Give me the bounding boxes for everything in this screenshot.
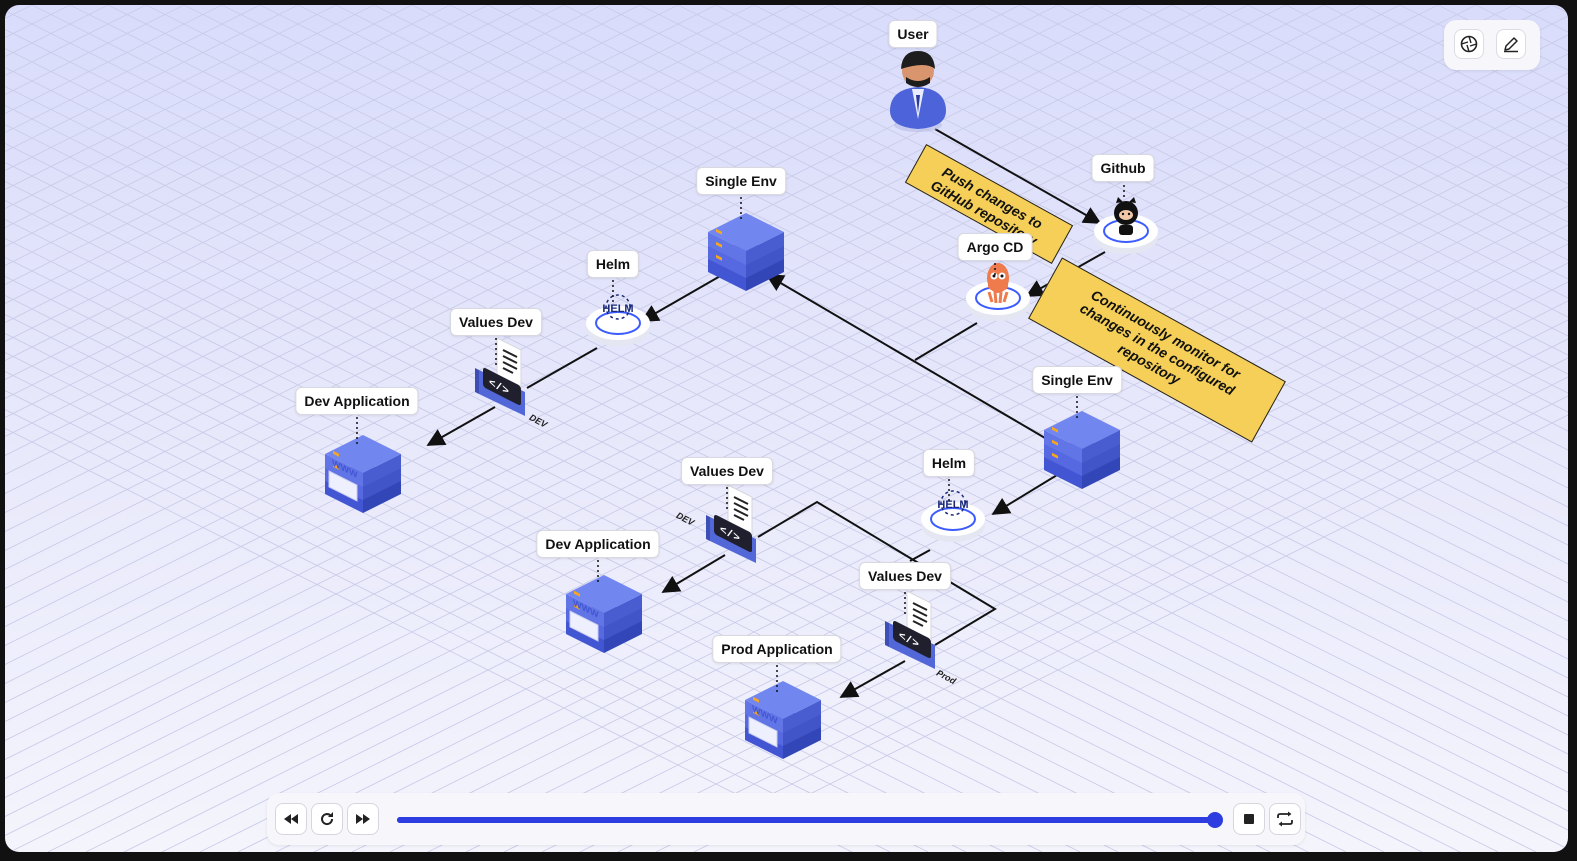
connectors (426, 128, 1106, 698)
github-icon (1093, 197, 1159, 255)
node-label-values-dev[interactable]: Values Dev (681, 457, 773, 485)
playback-bar (267, 793, 1305, 845)
fast-forward-icon (356, 814, 370, 824)
web-app-server-icon: WWW (745, 681, 821, 759)
helm-icon: HELM (585, 294, 651, 347)
values-file-icon: </> (475, 337, 525, 416)
svg-text:HELM: HELM (937, 499, 968, 511)
node-label-values-dev[interactable]: Values Dev (450, 308, 542, 336)
top-right-toolbar (1444, 20, 1540, 70)
aperture-icon (1460, 35, 1478, 53)
rewind-icon (284, 814, 298, 824)
node-label-dev-application[interactable]: Dev Application (295, 387, 419, 415)
rewind-button[interactable] (275, 803, 307, 835)
progress-slider[interactable] (397, 812, 1223, 828)
web-app-server-icon: WWW (325, 435, 401, 513)
helm-icon: HELM (920, 490, 986, 543)
node-label-values-dev[interactable]: Values Dev (859, 562, 951, 590)
argo-cd-icon (965, 263, 1031, 322)
node-label-github[interactable]: Github (1091, 154, 1155, 182)
edit-button[interactable] (1496, 29, 1526, 59)
web-app-server-icon: WWW (566, 575, 642, 653)
node-label-helm[interactable]: Helm (586, 250, 640, 278)
replay-button[interactable] (311, 803, 343, 835)
aperture-button[interactable] (1454, 29, 1484, 59)
values-file-icon: </> (885, 590, 935, 669)
progress-fill (397, 817, 1215, 823)
label-stems (356, 185, 1125, 693)
values-file-icon: </> (706, 484, 756, 563)
single-env-server-icon (1044, 411, 1120, 489)
diagram-canvas[interactable]: HELM HELM </> </> (5, 5, 1568, 852)
diagram-scene: HELM HELM </> </> (325, 51, 1159, 759)
stop-icon (1244, 814, 1254, 824)
fast-forward-button[interactable] (347, 803, 379, 835)
replay-icon (321, 812, 334, 826)
node-label-user[interactable]: User (888, 20, 938, 48)
loop-button[interactable] (1269, 803, 1301, 835)
node-label-dev-application[interactable]: Dev Application (536, 530, 660, 558)
node-label-helm[interactable]: Helm (922, 449, 976, 477)
stop-button[interactable] (1233, 803, 1265, 835)
pencil-icon (1504, 37, 1518, 53)
node-label-single-env[interactable]: Single Env (1032, 366, 1122, 394)
node-label-argo-cd[interactable]: Argo CD (957, 233, 1033, 261)
loop-icon (1277, 811, 1293, 827)
svg-text:HELM: HELM (602, 303, 633, 315)
node-label-single-env[interactable]: Single Env (696, 167, 786, 195)
user-icon (890, 51, 946, 132)
node-label-prod-application[interactable]: Prod Application (712, 635, 842, 663)
progress-thumb[interactable] (1207, 812, 1223, 828)
